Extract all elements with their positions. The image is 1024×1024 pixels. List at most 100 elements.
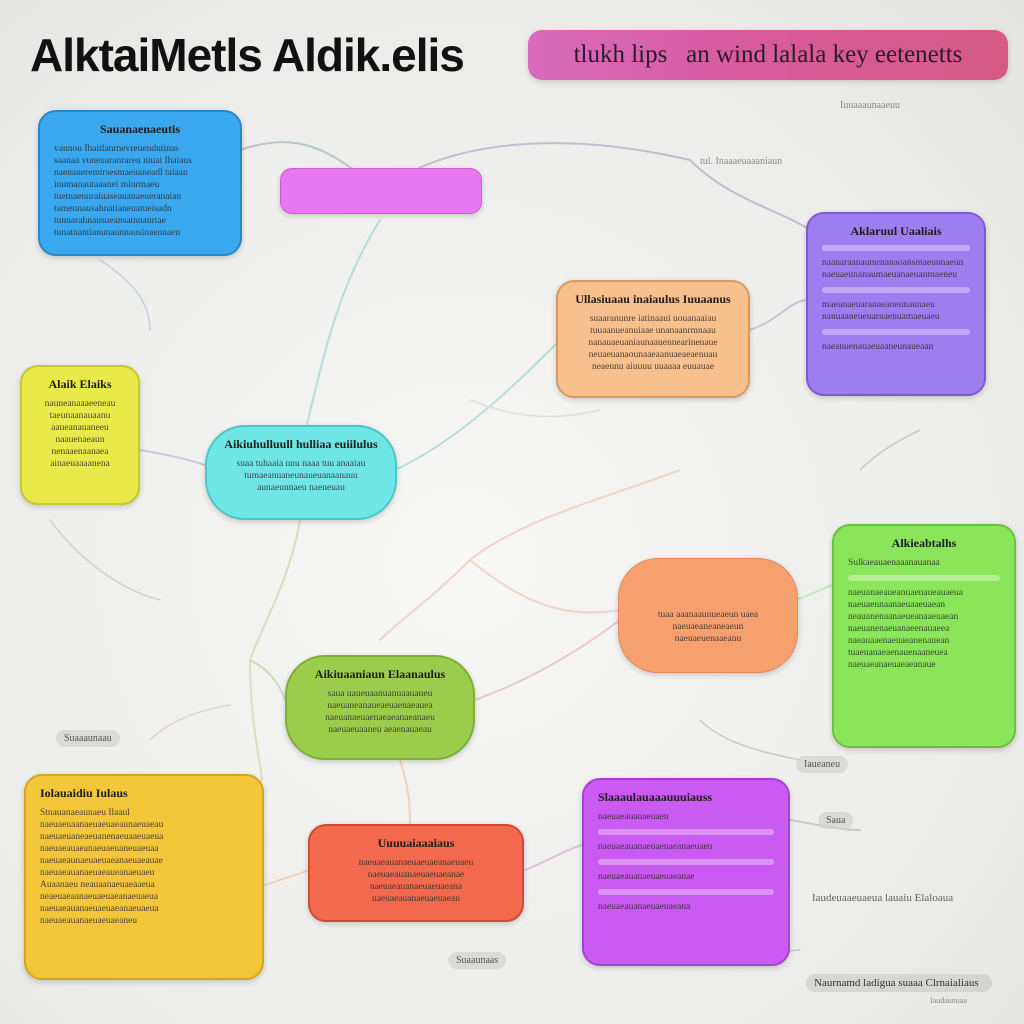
divider <box>598 859 774 865</box>
node-line: naeuaeunanaumaeuanaeuanmaeneu <box>822 270 958 280</box>
node-gold[interactable]: Iolauaidiu Iulaus Stnauanaeaunaeu Ilaaul… <box>24 774 264 980</box>
node-olive[interactable]: Aikiuaaniaun Elaanaulus saua uaueuaanuan… <box>285 655 475 760</box>
node-line: naeauaaenaeuaeanenauean <box>848 636 950 646</box>
node-line: naeuaeuenaaeanu <box>674 634 742 644</box>
node-line: naeuaeauanaeuaeuaeana <box>369 882 463 892</box>
node-line: naeuaeaneaneaeun <box>672 622 744 632</box>
node-orange[interactable]: Ullasiuaau inaiaulus Iuuaanus suaaranunr… <box>556 280 750 398</box>
connector <box>394 339 561 471</box>
node-line: naeuaeauanaeuaeuaeanae <box>367 870 465 880</box>
node-line: aunaeunnaeu naeneuau <box>257 483 345 493</box>
node-lime-green[interactable]: Alkieabtalhs Sulkaeauaenaaanauanaa naeua… <box>832 524 1016 748</box>
node-title: Alkieabtalhs <box>891 536 957 550</box>
node-magenta[interactable] <box>280 168 482 214</box>
bubble-right-2[interactable]: Saua <box>818 812 854 829</box>
connector <box>474 619 621 701</box>
node-salmon[interactable]: tuaa aaanaaunueaeun uaea naeuaeaneaneaeu… <box>618 558 798 673</box>
bubble-left[interactable]: Suaaaunaau <box>56 730 120 747</box>
node-line: naeuanaeaueanuaenaueauaeua <box>848 588 963 598</box>
node-title: Alaik Elaiks <box>48 377 112 391</box>
node-line: neauanenaanaeueanaaeuaean <box>848 612 959 622</box>
connector <box>264 869 311 886</box>
node-line: tunnarahnausueansatnnanrtae <box>54 216 166 226</box>
node-line: neaeuaeaanaeuaeuaeanaeuaeua <box>40 892 159 902</box>
divider <box>822 245 970 251</box>
node-line: Sulkaeauaenaaanauanaa <box>848 558 940 568</box>
node-title: Aikiuaaniaun Elaanaulus <box>314 667 446 681</box>
node-title: Slaaaulauaaauuuiauss <box>598 790 713 804</box>
node-line: tuaa aaanaaunueaeun uaea <box>657 610 759 620</box>
node-line: naeuaeauanaeuaeuaeanaeuaeua <box>40 904 159 914</box>
node-purple[interactable]: Slaaaulauaaauuuiauss naeuaeauanaeuaeu na… <box>582 778 790 966</box>
connector <box>249 659 286 701</box>
node-line: naeuaeuaaneu aeaenauaeau <box>328 725 432 735</box>
connector <box>699 719 801 761</box>
connector <box>249 519 301 661</box>
node-line: tuuaanueanuiaae unanaanrmnaau <box>590 326 716 336</box>
node-line: naeuaeaunaeuaeuaeanaeuaeauae <box>40 856 163 866</box>
node-title: Aikiuhulluull hulliaa euiilulus <box>224 437 378 451</box>
node-line: maeunaeuaranaeaneunaunaeu <box>822 300 935 310</box>
divider <box>848 575 1000 581</box>
node-line: Auaanaeu neauaanaeuaeaaeua <box>40 880 155 890</box>
node-line: tuetnaenuraiuaseauanaeueranaian <box>54 192 182 202</box>
header-banner: tlukh lips an wind lalala key eetenetts <box>528 30 1008 80</box>
connector <box>139 449 206 466</box>
node-line: naeuaennaanaeuaaeuaean <box>848 600 946 610</box>
node-line: naeuaeauaeanaeuaeuaneuaeuaa <box>40 844 159 854</box>
node-line: tuaeuanaeaenauenaaneuea <box>848 648 948 658</box>
node-blue[interactable]: Sauanaenaeutis vannou Ihaitlanrnevreuend… <box>38 110 242 256</box>
node-title: Uuuuaiaaaiaus <box>377 836 455 850</box>
node-line: Stnauanaeaunaeu Ilaaul <box>40 808 130 818</box>
bubble-right-1[interactable]: Iaueaneu <box>796 756 849 773</box>
connector <box>49 519 161 601</box>
node-line: neaennu aiuuuu uuaaaa euuauae <box>591 362 715 372</box>
divider <box>822 287 970 293</box>
label-top-center: tul. Inaaaeuaaaniaun <box>700 156 783 167</box>
connector <box>249 659 263 781</box>
divider <box>822 329 970 335</box>
node-line: inumanautaaanei minrmaeu <box>54 180 160 190</box>
connector <box>399 759 411 826</box>
bubble-bottom[interactable]: Suaaunaas <box>448 952 507 969</box>
node-line: naeuaeauanaeuaeuaeanae <box>598 872 695 882</box>
connector <box>794 584 833 601</box>
node-line: naeuaeauanaeuaeuaeaneu <box>40 916 138 926</box>
node-line: naeuaeuaanaeuaeuaeaunaeuaeau <box>40 820 164 830</box>
node-yellow[interactable]: Alaik Elaiks nauneanaaaeeneau taeunaanau… <box>20 365 140 505</box>
node-line: naeuaeauanaeuaeaueanaeuaeu <box>40 868 155 878</box>
banner-text: tlukh lips an wind lalala key eetenetts <box>573 41 963 68</box>
label-bottom-right: Naurnamd ladigua suaaa Clrnaialiaus <box>806 974 992 992</box>
node-line: naeuaeauanaeuaeuaean <box>371 894 461 904</box>
connector <box>469 469 681 561</box>
label-right-mid: Iaudeuaaeuaeua lauaiu Elaloaua <box>812 892 954 904</box>
node-line: tamennausahnatianeuatueisadn <box>54 204 172 214</box>
node-cyan[interactable]: Aikiuhulluull hulliaa euiilulus suaa tuh… <box>205 425 397 520</box>
connector <box>299 219 381 451</box>
node-line: nanauaeuaniaunaauennearinenaue <box>588 338 718 348</box>
node-line: naeuaeauanaeuaeuaeana <box>598 902 691 912</box>
node-line: naeuanenaeuanaeenauaeea <box>848 624 950 634</box>
node-line: naeuanaeuaenaeaeanaeanaeu <box>325 713 435 723</box>
node-line: naeuaeanaeuaeaeanaue <box>848 660 936 670</box>
node-line: naauenaeaun <box>55 435 105 445</box>
connector <box>469 559 621 614</box>
node-title: Iolauaidiu Iulaus <box>40 786 128 800</box>
node-line: naeuaeauanaeuaeuaeanaeuaeu <box>358 858 474 868</box>
label-bottom-right-small: Iaudaunuaa <box>930 996 967 1005</box>
node-line: aaueanauaneeu <box>51 423 109 433</box>
node-line: nanuaaneueuarnaenuamaeuaeu <box>822 312 940 322</box>
node-line: naanaraanaumrnanaoansmaeunnaeun <box>822 258 964 268</box>
connector <box>99 259 151 331</box>
label-top-right: Iuuaaaunaaeuu <box>840 100 900 111</box>
node-line: suaaranunre iatinaaui uouanaaiau <box>589 314 717 324</box>
node-line: vannou Ihaitlanrnevreuendntinas <box>54 144 179 154</box>
node-line: nenaaenaanaea <box>51 447 109 457</box>
node-line: naeuaeauanaeuaeu <box>598 812 669 822</box>
node-line: naeanuenauaeuaaneunaueaan <box>822 342 934 352</box>
node-line: naeuaeuaneaeuanenaeuaaeuaeua <box>40 832 164 842</box>
connector <box>379 559 471 641</box>
node-line: naeuaneanaueaeuaenaeauea <box>327 701 433 711</box>
node-violet[interactable]: Aklaruul Uaaliais naanaraanaumrnanaoansm… <box>806 212 986 396</box>
node-red-orange[interactable]: Uuuuaiaaaiaus naeuaeauanaeuaeuaeanaeuaeu… <box>308 824 524 922</box>
